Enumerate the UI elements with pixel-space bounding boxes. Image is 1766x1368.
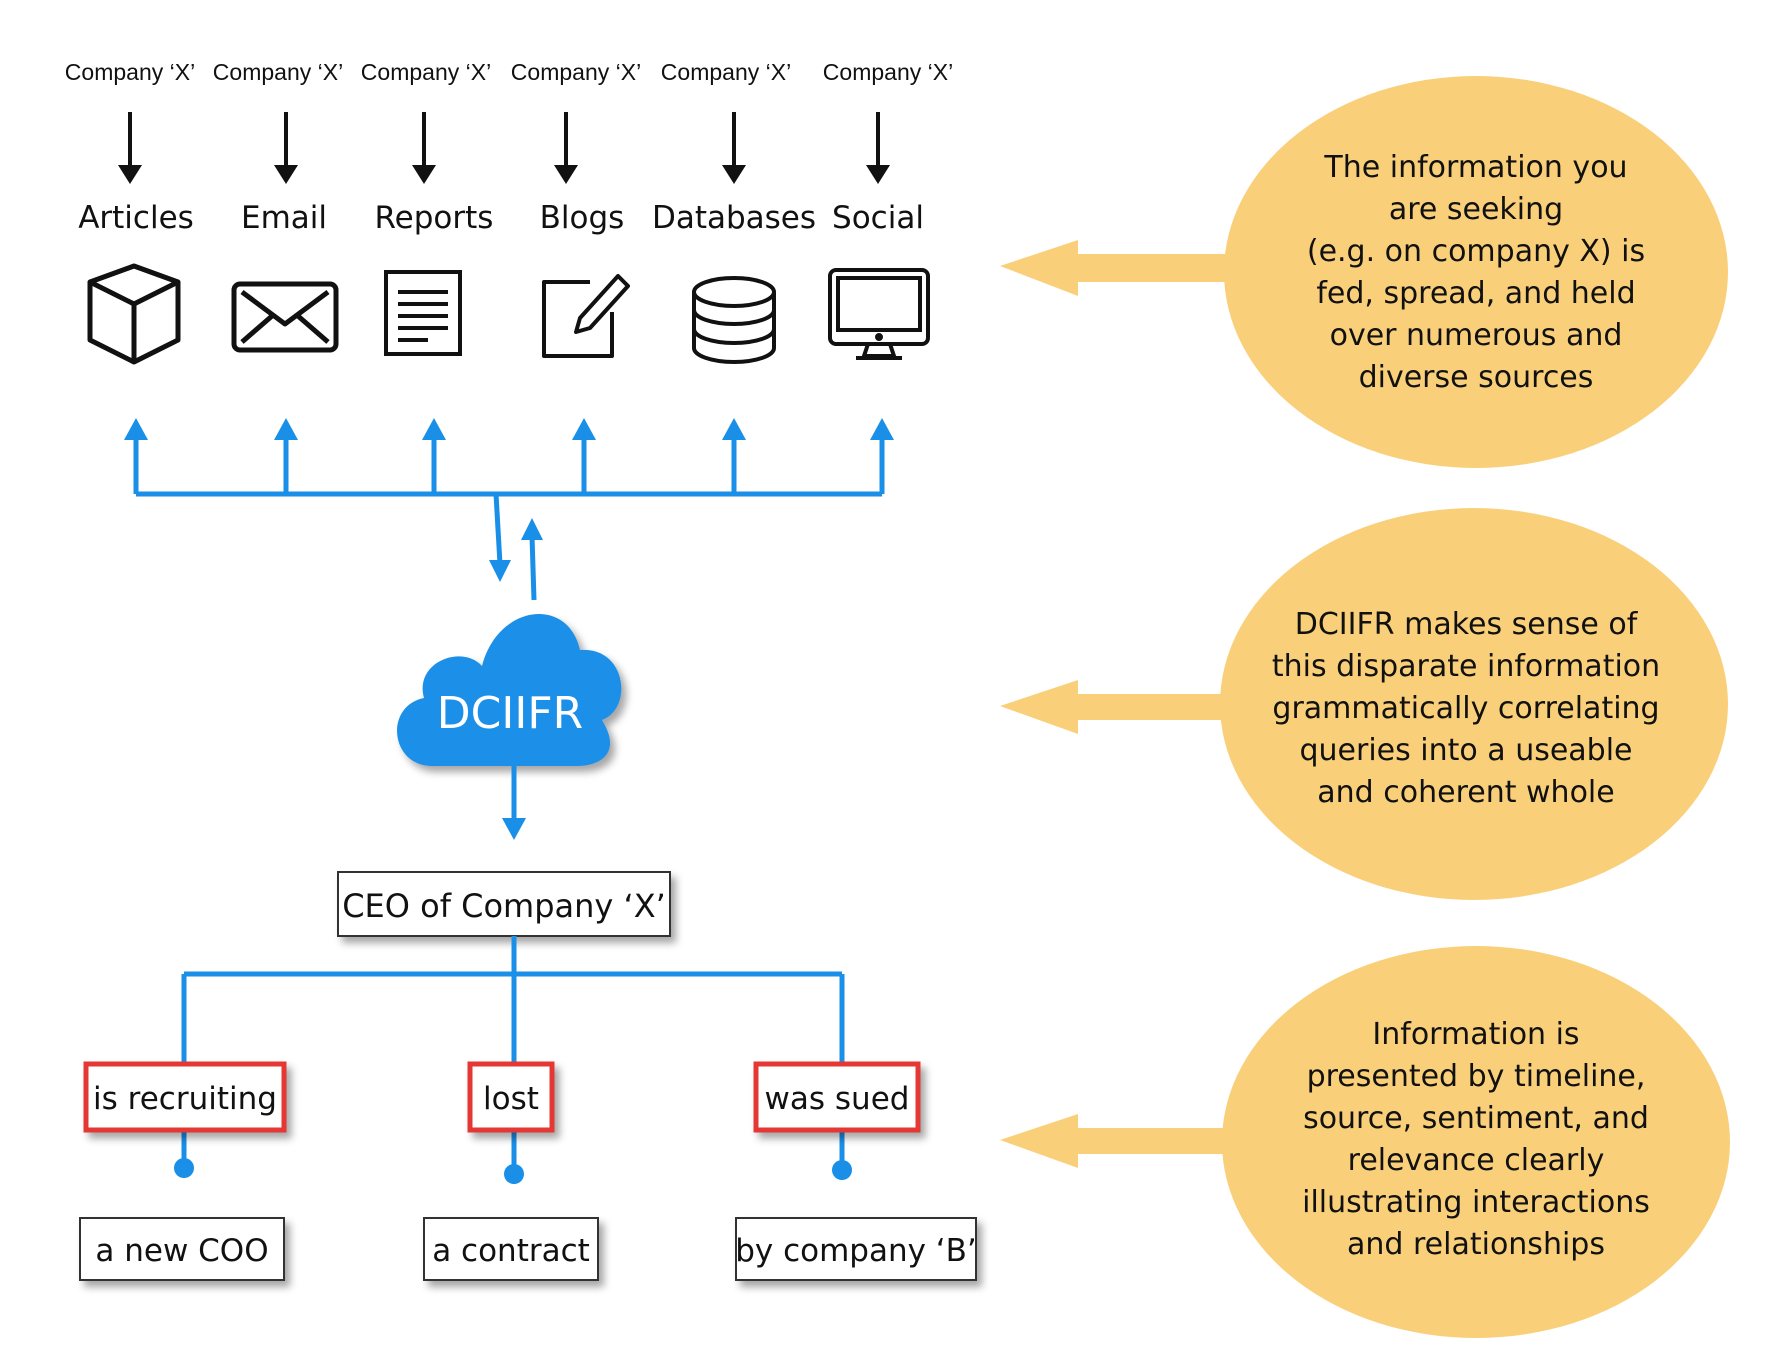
verb-box: [753, 1061, 921, 1133]
verb-text: was sued: [765, 1081, 910, 1117]
book-icon: [87, 263, 181, 365]
callout-ellipse-3: [1222, 946, 1730, 1338]
source-social: Company ‘X’ Social: [823, 59, 953, 360]
callout-line: queries into a useable: [1299, 733, 1632, 768]
down-arrowhead: [412, 165, 436, 184]
callout-line: and coherent whole: [1317, 775, 1614, 810]
callout-line: and relationships: [1347, 1227, 1605, 1262]
source-name: Databases: [652, 200, 816, 236]
callout-line: are seeking: [1389, 192, 1563, 227]
verb-text: lost: [483, 1081, 539, 1117]
source-blogs: Company ‘X’ Blogs: [511, 59, 641, 358]
callout-line: illustrating interactions: [1302, 1185, 1650, 1220]
source-articles: Company ‘X’ Articles: [65, 59, 195, 365]
company-label: Company ‘X’: [661, 59, 791, 85]
database-icon: [692, 276, 776, 364]
callout-arrow-1: [1000, 240, 1240, 296]
callout-ellipse-2: [1220, 508, 1728, 900]
verb-box: [83, 1061, 287, 1133]
callout-line: over numerous and: [1330, 318, 1623, 353]
source-databases: Company ‘X’ Databases: [652, 59, 816, 364]
object-box: [423, 1217, 599, 1281]
object-box: [79, 1217, 285, 1281]
callout-line: The information you: [1323, 150, 1627, 185]
cloud-output-arrowhead: [502, 818, 526, 840]
root-text: CEO of Company ‘X’: [342, 887, 666, 925]
callout-text-1: The information you are seeking (e.g. on…: [1307, 150, 1645, 395]
bus-arrowheads: [124, 418, 894, 582]
source-name: Reports: [375, 200, 494, 236]
monitor-icon: [828, 268, 930, 360]
source-reports: Company ‘X’ Reports: [361, 59, 494, 356]
callout-arrows: [1000, 240, 1240, 1168]
company-label: Company ‘X’: [511, 59, 641, 85]
source-name: Email: [241, 200, 327, 236]
object-text: a contract: [432, 1233, 590, 1269]
callout-line: relevance clearly: [1348, 1143, 1605, 1178]
callout-arrow-2: [1000, 680, 1240, 734]
object-node-2: a contract: [423, 1217, 599, 1281]
verb-node-3: was sued: [753, 1061, 921, 1133]
callout-line: DCIIFR makes sense of: [1295, 607, 1639, 642]
verb-node-1: is recruiting: [83, 1061, 287, 1133]
company-label: Company ‘X’: [823, 59, 953, 85]
callout-arrow-3: [1000, 1114, 1240, 1168]
object-text: a new COO: [95, 1233, 268, 1269]
source-columns: Company ‘X’ Articles Company ‘X’ Email: [65, 59, 953, 365]
verb-box: [467, 1061, 555, 1133]
callout-text-3: Information is presented by timeline, so…: [1302, 1017, 1650, 1262]
callout-line: (e.g. on company X) is: [1307, 234, 1645, 269]
company-label: Company ‘X’: [361, 59, 491, 85]
callout-ellipse-1: [1224, 76, 1728, 468]
callout-line: this disparate information: [1272, 649, 1660, 684]
callout-line: presented by timeline,: [1307, 1059, 1646, 1094]
object-box: [735, 1217, 977, 1281]
callout-text-2: DCIIFR makes sense of this disparate inf…: [1272, 607, 1660, 810]
dciifr-label: DCIIFR: [437, 688, 583, 739]
tree-dots: [174, 1158, 852, 1184]
object-text: by company ‘B’: [735, 1233, 977, 1269]
distribution-bus: [133, 436, 885, 601]
source-name: Articles: [78, 200, 194, 236]
source-name: Social: [832, 200, 924, 236]
company-label: Company ‘X’: [65, 59, 195, 85]
cloud-icon: [397, 614, 622, 766]
root-node: CEO of Company ‘X’: [337, 871, 671, 937]
down-arrowhead: [118, 165, 142, 184]
down-arrowhead: [722, 165, 746, 184]
source-email: Company ‘X’ Email: [213, 59, 343, 353]
object-node-1: a new COO: [79, 1217, 285, 1281]
callout-line: grammatically correlating: [1272, 691, 1659, 726]
down-arrowhead: [866, 165, 890, 184]
source-name: Blogs: [540, 200, 625, 236]
verb-node-2: lost: [467, 1061, 555, 1133]
company-label: Company ‘X’: [213, 59, 343, 85]
root-box: [337, 871, 671, 937]
callout-line: fed, spread, and held: [1316, 276, 1635, 311]
pencil-edit-icon: [542, 274, 630, 358]
callout-line: source, sentiment, and: [1303, 1101, 1649, 1136]
callout-line: diverse sources: [1359, 360, 1594, 395]
verb-text: is recruiting: [93, 1081, 277, 1117]
envelope-icon: [231, 281, 339, 353]
down-arrowhead: [554, 165, 578, 184]
callout-line: Information is: [1372, 1017, 1579, 1052]
tree-connectors: [181, 936, 845, 1172]
object-node-3: by company ‘B’: [735, 1217, 977, 1281]
down-arrowhead: [274, 165, 298, 184]
document-icon: [384, 270, 462, 356]
